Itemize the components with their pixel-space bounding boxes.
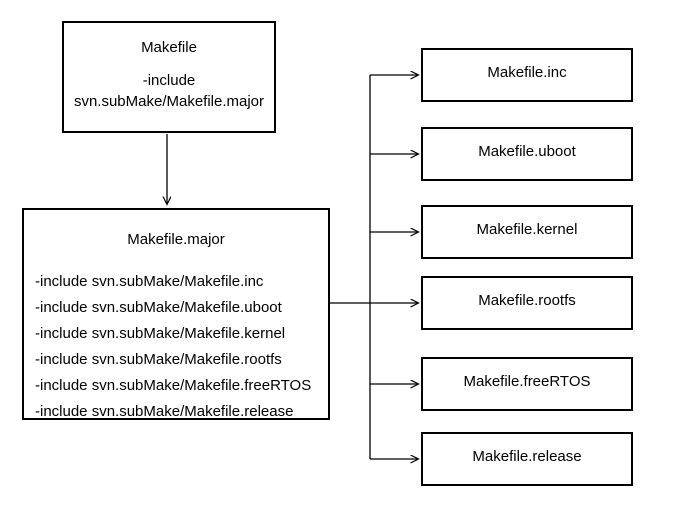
box-makefile-release-label: Makefile.release [472,448,582,465]
box-makefile-uboot-label: Makefile.uboot [478,143,576,160]
box-makefile-freertos: Makefile.freeRTOS [421,357,633,411]
include-list: -include svn.subMake/Makefile.inc -inclu… [24,269,328,425]
include-line-inc: -include svn.subMake/Makefile.inc [35,273,264,290]
box-makefile-uboot: Makefile.uboot [421,127,633,181]
box-makefile-inc: Makefile.inc [421,48,633,102]
box-makefile-inc-label: Makefile.inc [487,64,567,81]
include-line-release: -include svn.subMake/Makefile.release [35,403,294,420]
box-makefile-major: Makefile.major -include svn.subMake/Make… [22,208,330,420]
include-line-uboot: -include svn.subMake/Makefile.uboot [35,299,282,316]
include-line-freertos: -include svn.subMake/Makefile.freeRTOS [35,377,312,394]
box-makefile-kernel: Makefile.kernel [421,205,633,259]
box-makefile-release: Makefile.release [421,432,633,486]
box-makefile-rootfs-label: Makefile.rootfs [478,292,576,309]
include-line-kernel: -include svn.subMake/Makefile.kernel [35,325,286,342]
box-makefile-include-keyword: -include [142,72,196,89]
include-line-rootfs: -include svn.subMake/Makefile.rootfs [35,351,282,368]
box-makefile-include: -include svn.subMake/Makefile.major [64,70,274,112]
box-makefile: Makefile -include svn.subMake/Makefile.m… [62,21,276,133]
box-makefile-kernel-label: Makefile.kernel [476,221,578,238]
box-makefile-freertos-label: Makefile.freeRTOS [463,373,591,390]
box-makefile-include-path: svn.subMake/Makefile.major [73,93,265,110]
box-makefile-major-title: Makefile.major [127,231,225,248]
box-makefile-rootfs: Makefile.rootfs [421,276,633,330]
box-makefile-title: Makefile [141,39,197,56]
